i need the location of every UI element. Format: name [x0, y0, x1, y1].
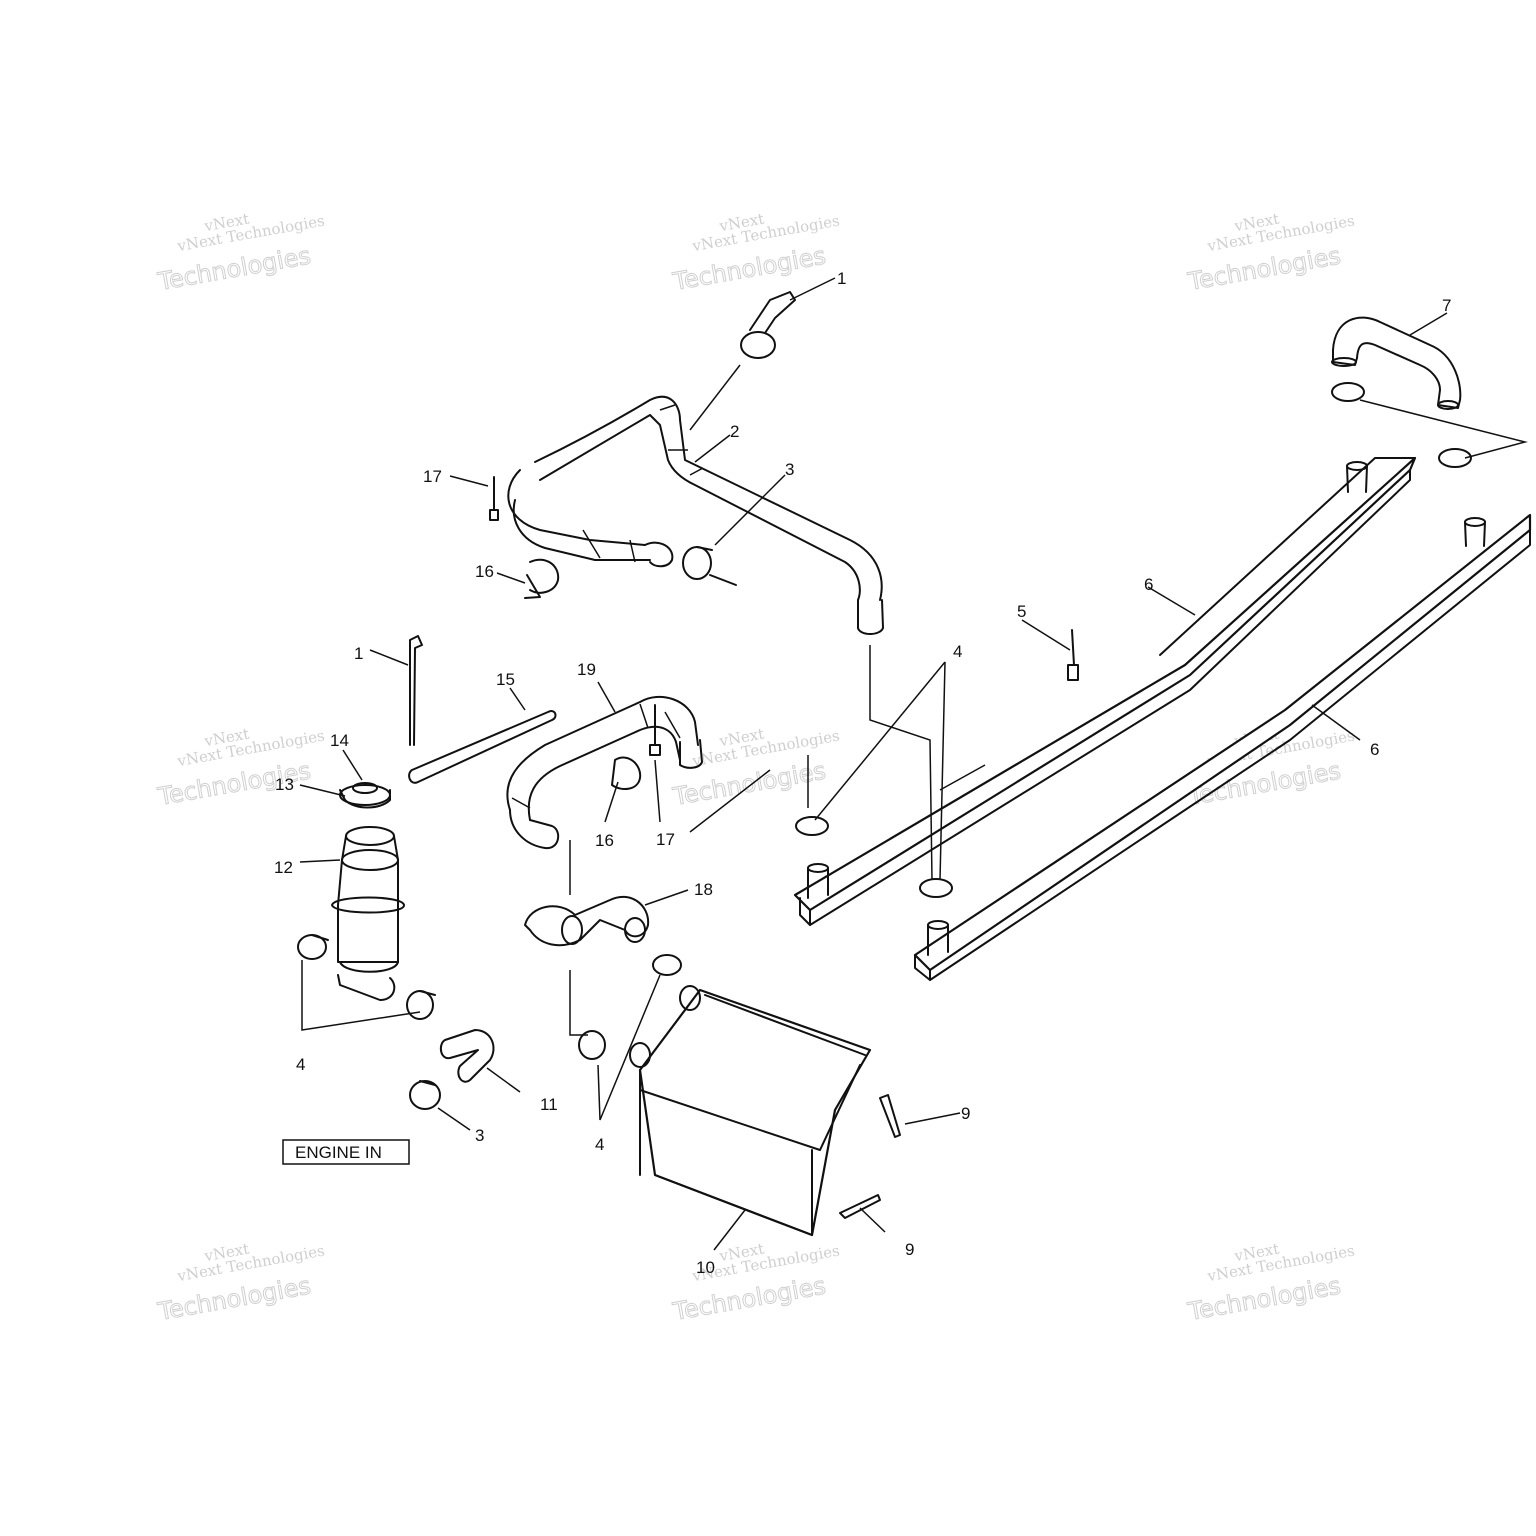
clamp-3-top	[682, 546, 737, 586]
callout-4-center: 4	[595, 1135, 604, 1154]
bolt-9-upper	[879, 1094, 901, 1138]
watermark-mid-center: vNext vNext Technologies Technologies	[670, 725, 841, 812]
watermark-bottom-right: vNext vNext Technologies Technologies	[1185, 1240, 1356, 1327]
clamp-4-rail-b	[919, 878, 953, 898]
watermark-top-right: vNext vNext Technologies Technologies	[1185, 210, 1356, 297]
clamp-4-left-b	[406, 990, 436, 1020]
callout-11: 11	[540, 1095, 558, 1114]
clamp-7-b	[1438, 448, 1472, 468]
callout-7: 7	[1442, 296, 1451, 315]
clamp-3-lower	[409, 1080, 441, 1110]
tank-12	[331, 826, 406, 1001]
callout-15: 15	[496, 670, 515, 689]
bolt-17-top	[489, 476, 499, 521]
watermark-bottom-left: vNext vNext Technologies Technologies	[155, 1240, 326, 1327]
hose-19	[506, 695, 703, 850]
clamp-1-top	[740, 291, 796, 359]
callout-13: 13	[275, 775, 294, 794]
elbow-11	[439, 1029, 495, 1083]
clamp-4-center	[578, 954, 682, 1060]
rail-6-upper	[793, 456, 1417, 926]
callout-17-top: 17	[423, 467, 442, 486]
engine-in-box: ENGINE IN	[282, 1139, 410, 1165]
callout-2: 2	[730, 422, 739, 441]
callout-3-top: 3	[785, 460, 794, 479]
callout-1-left: 1	[354, 644, 363, 663]
callout-4-rail: 4	[953, 642, 962, 661]
upper-hose-part-2	[507, 395, 884, 635]
callout-16-top: 16	[475, 562, 494, 581]
bracket-16-mid	[611, 756, 642, 791]
watermark-top-left: vNext vNext Technologies Technologies	[155, 210, 326, 297]
callout-16-mid: 16	[595, 831, 614, 850]
callout-14: 14	[330, 731, 349, 750]
bolt-5	[1067, 629, 1079, 681]
clamp-4-rail-a	[795, 816, 829, 836]
callout-17-mid: 17	[656, 830, 675, 849]
callout-5: 5	[1017, 602, 1026, 621]
callout-1-top: 1	[837, 269, 846, 288]
callout-10: 10	[696, 1258, 715, 1277]
watermark-bottom-center: vNext vNext Technologies Technologies	[670, 1240, 841, 1327]
callout-19: 19	[577, 660, 596, 679]
callout-18: 18	[694, 880, 713, 899]
callout-4-left: 4	[296, 1055, 305, 1074]
clamp-4-left-a	[297, 934, 329, 960]
cap-13-14	[339, 782, 391, 809]
callout-labels: 1 2 3 17 16 1 15 19 14 13 12 16 17 18 4 …	[274, 269, 1451, 1277]
bolt-17-mid	[649, 704, 661, 756]
callout-9-lower: 9	[905, 1240, 914, 1259]
hose-7	[1331, 316, 1462, 410]
tube-15	[408, 710, 557, 784]
rail-6-lower	[913, 513, 1532, 981]
heat-exchanger-10	[629, 985, 872, 1237]
callout-9-upper: 9	[961, 1104, 970, 1123]
clamp-7-a	[1331, 382, 1365, 402]
hose-18	[524, 895, 650, 947]
watermark-top-center: vNext vNext Technologies Technologies	[670, 210, 841, 297]
callout-3-lower: 3	[475, 1126, 484, 1145]
clip-1-left	[409, 635, 423, 746]
bracket-16-top	[524, 558, 560, 599]
callout-6-lower: 6	[1370, 740, 1379, 759]
engine-in-label: ENGINE IN	[295, 1143, 382, 1162]
callout-6-upper: 6	[1144, 575, 1153, 594]
watermark-mid-left: vNext vNext Technologies Technologies	[155, 725, 326, 812]
leader-lines	[299, 277, 1528, 1251]
bolt-9-lower	[839, 1194, 881, 1219]
callout-12: 12	[274, 858, 293, 877]
